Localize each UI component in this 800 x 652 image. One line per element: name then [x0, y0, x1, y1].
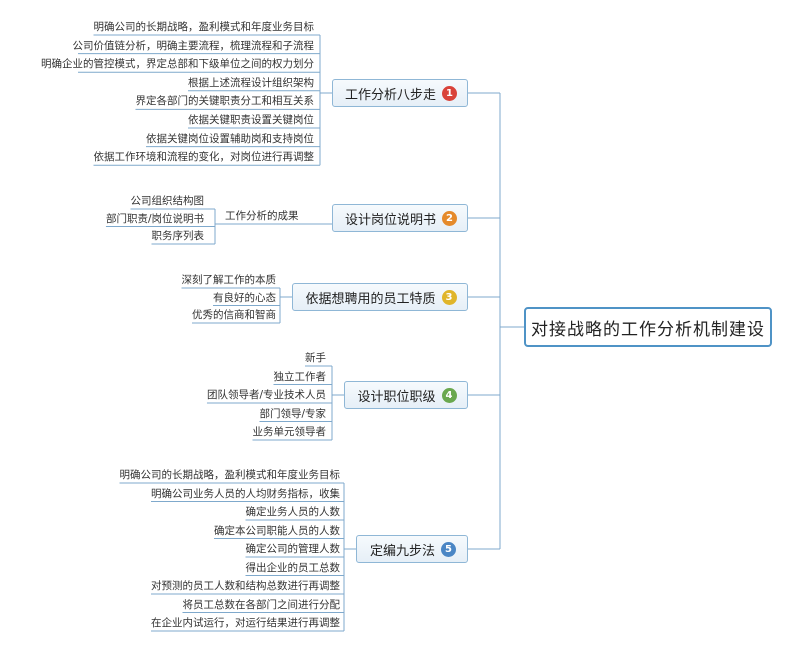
priority-2-icon: 2: [442, 210, 457, 226]
leaf-topic[interactable]: 公司价值链分析，明确主要流程，梳理流程和子流程: [72, 39, 315, 52]
leaf-topic[interactable]: 公司组织结构图: [130, 195, 205, 207]
leaf-topic[interactable]: 确定业务人员的人数: [245, 506, 341, 518]
subtopic-work-analysis-result[interactable]: 工作分析的成果: [225, 210, 299, 222]
leaf-topic[interactable]: 独立工作者: [273, 370, 327, 383]
branch-topic-1[interactable]: 工作分析八步走 1: [332, 79, 468, 107]
leaf-topic[interactable]: 部门职责/岗位说明书: [105, 212, 204, 225]
priority-4-icon: 4: [441, 387, 457, 403]
leaf-topic[interactable]: 依据工作环境和流程的变化，对岗位进行再调整: [93, 151, 315, 164]
leaf-topic[interactable]: 得出企业的员工总数: [245, 561, 341, 574]
leaf-topic[interactable]: 界定各部门的关键职责分工和相互关系: [135, 95, 315, 108]
branch-label: 定编九步法: [369, 543, 435, 559]
leaf-topic[interactable]: 深刻了解工作的本质: [181, 274, 277, 286]
priority-1-icon: 1: [442, 85, 457, 101]
branch-topic-3[interactable]: 依据想聘用的员工特质 3: [292, 283, 468, 311]
branch-topic-2[interactable]: 设计岗位说明书 2: [332, 204, 468, 232]
leaf-topic[interactable]: 明确公司的长期战略，盈利模式和年度业务目标: [93, 21, 315, 33]
leaf-topic[interactable]: 优秀的信商和智商: [192, 309, 276, 321]
leaf-topic[interactable]: 明确企业的管控模式，界定总部和下级单位之间的权力划分: [41, 58, 314, 71]
leaf-topic[interactable]: 依据关键职责设置关键岗位: [188, 114, 314, 126]
leaf-topic[interactable]: 团队领导者/专业技术人员: [206, 389, 326, 401]
branch-label: 设计职位职级: [357, 389, 436, 405]
leaf-topic[interactable]: 有良好的心态: [213, 291, 276, 304]
leaf-topic[interactable]: 明确公司的长期战略，盈利模式和年度业务目标: [119, 469, 341, 481]
root-topic[interactable]: 对接战略的工作分析机制建设: [524, 307, 772, 347]
leaf-topic[interactable]: 部门领导/专家: [259, 407, 326, 420]
branch-topic-4[interactable]: 设计职位职级 4: [344, 381, 468, 409]
leaf-topic[interactable]: 明确公司业务人员的人均财务指标，收集: [151, 487, 340, 500]
leaf-topic[interactable]: 根据上述流程设计组织架构: [188, 76, 314, 89]
leaf-topic[interactable]: 确定公司的管理人数: [245, 543, 341, 555]
priority-5-icon: 5: [441, 541, 456, 557]
leaf-topic[interactable]: 确定本公司职能人员的人数: [214, 524, 340, 537]
branch-topic-5[interactable]: 定编九步法 5: [356, 535, 468, 563]
leaf-topic[interactable]: 对预测的员工人数和结构总数进行再调整: [151, 580, 340, 592]
branch-label: 工作分析八步走: [344, 87, 436, 103]
leaf-topic[interactable]: 业务单元领导者: [252, 426, 327, 438]
leaf-topic[interactable]: 将员工总数在各部门之间进行分配: [182, 598, 341, 611]
leaf-topic[interactable]: 在企业内试运行，对运行结果进行再调整: [151, 617, 340, 629]
priority-3-icon: 3: [441, 289, 457, 305]
leaf-topic[interactable]: 依据关键岗位设置辅助岗和支持岗位: [146, 132, 314, 145]
leaf-topic[interactable]: 新手: [305, 352, 326, 364]
branch-label: 依据想聘用的员工特质: [305, 291, 436, 307]
branch-label: 设计岗位说明书: [344, 212, 436, 228]
leaf-topic[interactable]: 职务序列表: [151, 230, 205, 242]
